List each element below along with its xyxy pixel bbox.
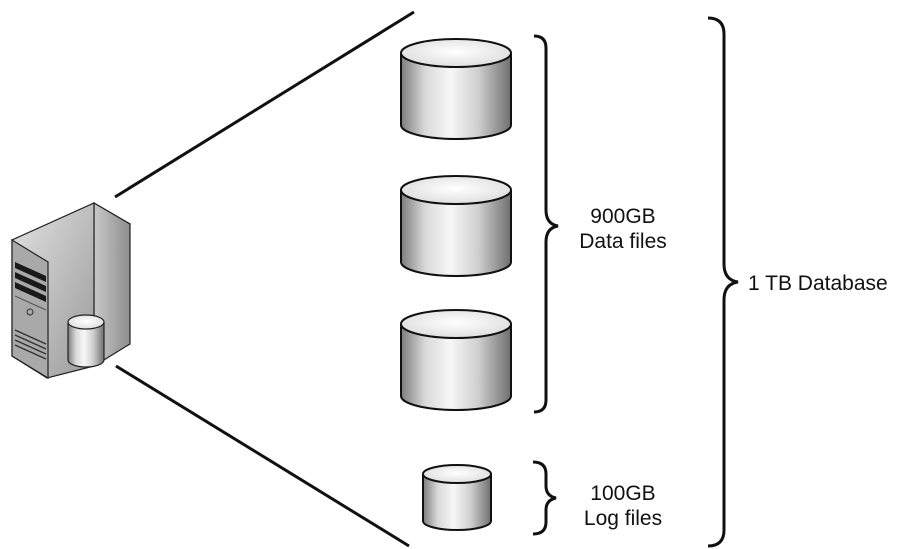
log-files-size: 100GB xyxy=(590,482,656,505)
database-label: 1 TB Database xyxy=(748,271,908,296)
data-file-cylinder xyxy=(400,309,512,411)
server-drive-bays xyxy=(14,262,47,360)
log-files-text: Log files xyxy=(583,507,663,530)
log-files-label: 100GB Log files xyxy=(573,481,673,531)
database-total-text: 1 TB Database xyxy=(748,272,888,295)
data-files-size: 900GB xyxy=(590,205,656,228)
data-file-cylinder xyxy=(400,38,512,140)
connector-line-top xyxy=(114,10,415,199)
connector-line-bottom xyxy=(115,364,410,548)
data-file-cylinder xyxy=(400,175,512,277)
data-files-label: 900GB Data files xyxy=(568,204,678,254)
data-files-bracket xyxy=(533,34,559,414)
log-file-cylinder xyxy=(422,464,492,531)
database-bracket xyxy=(707,16,739,548)
data-files-text: Data files xyxy=(579,230,667,253)
disk-cylinder-icon xyxy=(67,314,105,368)
log-files-bracket xyxy=(532,460,557,536)
server-icon xyxy=(10,201,132,380)
